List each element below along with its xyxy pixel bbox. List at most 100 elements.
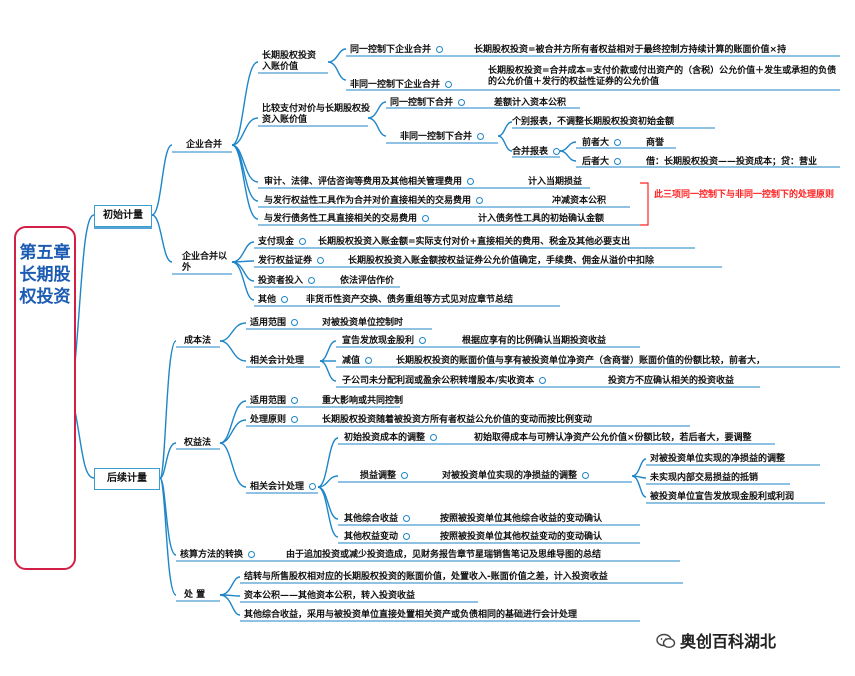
node-goodwill: 商誉 bbox=[646, 138, 665, 148]
connector-dot bbox=[401, 472, 409, 479]
node-disposal-1: 结转与所售股权相对应的长期股权投资的账面价值，处置收入-账面价值之差，计入投资收… bbox=[244, 572, 608, 582]
node-impairment-result: 长期股权投资的账面价值与享有被投资单位净资产（含商誉）账面价值的份额比较，前者大… bbox=[396, 356, 766, 366]
connector-dot bbox=[467, 178, 475, 185]
node-cmp-same-control: 同一控制下合并 bbox=[390, 98, 466, 109]
node-latter-result: 借：长期股权投资——投资成本；贷：营业 bbox=[646, 157, 818, 167]
node-cost-method: 成本法 bbox=[184, 336, 212, 346]
section-subsequent-measurement: 后续计量 bbox=[94, 468, 160, 490]
connector-dot bbox=[614, 158, 622, 165]
connector-dot bbox=[477, 133, 485, 140]
wechat-icon bbox=[656, 633, 676, 649]
node-oci-text: 按照被投资单位其他综合收益的变动确认 bbox=[440, 514, 603, 524]
node-impairment: 减值 bbox=[342, 356, 373, 367]
node-subsidiary-retained: 子公司未分配利润或盈余公积转增股本/实收资本 bbox=[342, 376, 547, 387]
node-pl-item-3: 被投资单位宣告发放现金股利或利润 bbox=[650, 492, 795, 502]
connector-dot bbox=[582, 472, 590, 479]
connector-dot bbox=[403, 515, 411, 522]
node-cost-scope-result: 对被投资单位控制时 bbox=[322, 318, 404, 328]
watermark-text: 奥创百科湖北 bbox=[680, 632, 777, 651]
node-same-control-formula: 长期股权投资=被合并方所有者权益相对于最终控制方持续计算的账面价值×持 bbox=[474, 45, 787, 55]
node-other-equity: 其他权益变动 bbox=[344, 532, 411, 543]
node-latter-larger: 后者大 bbox=[582, 157, 622, 168]
node-principle-text: 长期股权投资随着被投资方所有者权益公允价值的变动而按比例变动 bbox=[322, 415, 593, 425]
connector-dot bbox=[539, 377, 547, 384]
node-former-larger: 前者大 bbox=[582, 138, 622, 149]
node-cmp-diff-control: 非同一控制下合并 bbox=[400, 132, 485, 143]
connector-dot bbox=[403, 533, 411, 540]
node-cost-accounting: 相关会计处理 bbox=[250, 356, 305, 366]
node-other-equity-text: 按照被投资单位其他权益变动的变动确认 bbox=[440, 532, 603, 542]
node-diff-control: 非同一控制下企业合并 bbox=[350, 80, 453, 91]
node-issue-equity: 发行权益证券 bbox=[258, 256, 325, 267]
node-initial-adjust: 初始投资成本的调整 bbox=[344, 433, 438, 444]
node-equity-scope: 适用范围 bbox=[250, 396, 299, 407]
node-debt-fees-result: 计入债务性工具的初始确认金额 bbox=[478, 214, 605, 224]
node-pl-adjust-text: 对被投资单位实现的净损益的调整 bbox=[442, 471, 590, 482]
node-others-result: 非货币性资产交换、债务重组等方式见对应章节总结 bbox=[306, 295, 514, 305]
watermark: 奥创百科湖北 bbox=[656, 628, 776, 652]
root-node: 第五章 长期股权投资 bbox=[14, 226, 76, 570]
node-issue-equity-result: 长期股权投资入账金额按权益证券公允价值确定，手续费、佣金从溢价中扣除 bbox=[348, 256, 655, 266]
node-pl-item-2: 未实现内部交易损益的抵销 bbox=[650, 473, 759, 483]
node-pl-item-1: 对被投资单位实现的净损益的调整 bbox=[650, 454, 786, 464]
node-same-control: 同一控制下企业合并 bbox=[350, 45, 444, 56]
root-title: 第五章 长期股权投资 bbox=[19, 243, 71, 307]
node-non-merger: 企业合并以外 bbox=[182, 252, 228, 273]
node-method-conversion: 核算方法的转换 bbox=[180, 550, 256, 561]
connector-dot bbox=[299, 238, 307, 245]
node-compare-consideration: 比较支付对价与长期股权投资入账价值 bbox=[262, 104, 371, 125]
connector-dot bbox=[365, 357, 373, 364]
connector-dot bbox=[476, 197, 484, 204]
connector-dot bbox=[436, 46, 444, 53]
node-cash-result: 长期股权投资入账金额=实际支付对价+直接相关的费用、税金及其他必要支出 bbox=[318, 237, 631, 247]
node-consolidated-statements: 合并报表 bbox=[512, 147, 561, 158]
node-subsidiary-result: 投资方不应确认相关的投资收益 bbox=[608, 376, 735, 386]
node-cost-scope: 适用范围 bbox=[250, 318, 299, 329]
node-initial-adjust-text: 初始取得成本与可辨认净资产公允价值×份额比较，若后者大，要调整 bbox=[474, 433, 752, 443]
node-individual-statements: 个别报表，不调整长期股权投资初始金额 bbox=[512, 117, 675, 127]
connector-dot bbox=[291, 397, 299, 404]
connector-dot bbox=[248, 551, 256, 558]
node-equity-scope-result: 重大影响或共同控制 bbox=[322, 396, 404, 406]
node-conversion-text: 由于追加投资或减少投资造成，见财务报告章节星瑞销售笔记及思维导图的总结 bbox=[286, 550, 602, 560]
connector-dot bbox=[422, 215, 430, 222]
node-disposal-3: 其他综合收益，采用与被投资单位直接处置相关资产或负债相同的基础进行会计处理 bbox=[244, 610, 578, 620]
connector-dot bbox=[317, 257, 325, 264]
node-diff-control-formula: 长期股权投资=合并成本=支付价款或付出资产的（含税）公允价值＋发生或承担的负债的… bbox=[488, 66, 837, 87]
node-principle: 处理原则 bbox=[250, 415, 299, 426]
note-same-principle: 此三项同一控制下与非同一控制下的处理原则 bbox=[654, 190, 835, 200]
node-business-combination: 企业合并 bbox=[186, 140, 223, 150]
node-equity-method: 权益法 bbox=[184, 438, 212, 448]
node-dividend: 宣告发放现金股利 bbox=[342, 336, 427, 347]
section-initial-measurement: 初始计量 bbox=[94, 205, 152, 227]
node-audit-fees-result: 计入当期损益 bbox=[528, 177, 583, 187]
node-equity-fees-result: 冲减资本公积 bbox=[552, 196, 607, 206]
node-dividend-result: 根据应享有的比例确认当期投资收益 bbox=[462, 336, 607, 346]
connector-dot bbox=[281, 296, 289, 303]
node-equity-accounting: 相关会计处理 bbox=[250, 482, 317, 493]
node-others: 其他 bbox=[258, 295, 289, 306]
connector-dot bbox=[291, 416, 299, 423]
node-disposal-2: 资本公积——其他资本公积，转入投资收益 bbox=[244, 591, 416, 601]
node-investor-input: 投资者投入 bbox=[258, 276, 316, 287]
connector-dot bbox=[430, 434, 438, 441]
node-merger-cost: 长期股权投资入账价值 bbox=[262, 51, 317, 72]
connector-dot bbox=[309, 483, 317, 490]
node-cash-payment: 支付现金 bbox=[258, 237, 307, 248]
node-audit-fees: 审计、法律、评估咨询等费用及其他相关管理费用 bbox=[264, 177, 475, 188]
node-disposal: 处 置 bbox=[184, 590, 206, 600]
connector-dot bbox=[445, 81, 453, 88]
connector-dot bbox=[553, 148, 561, 155]
connector-dot bbox=[419, 337, 427, 344]
node-oci: 其他综合收益 bbox=[344, 514, 411, 525]
connector-dot bbox=[458, 99, 466, 106]
node-cmp-same-result: 差额计入资本公积 bbox=[494, 98, 567, 108]
node-pl-adjust: 损益调整 bbox=[360, 471, 409, 482]
node-investor-input-result: 依法评估作价 bbox=[340, 276, 395, 286]
connector-dot bbox=[291, 319, 299, 326]
node-equity-fees: 与发行权益性工具作为合并对价直接相关的交易费用 bbox=[264, 196, 484, 207]
connector-dot bbox=[308, 277, 316, 284]
node-debt-fees: 与发行债务性工具直接相关的交易费用 bbox=[264, 214, 430, 225]
